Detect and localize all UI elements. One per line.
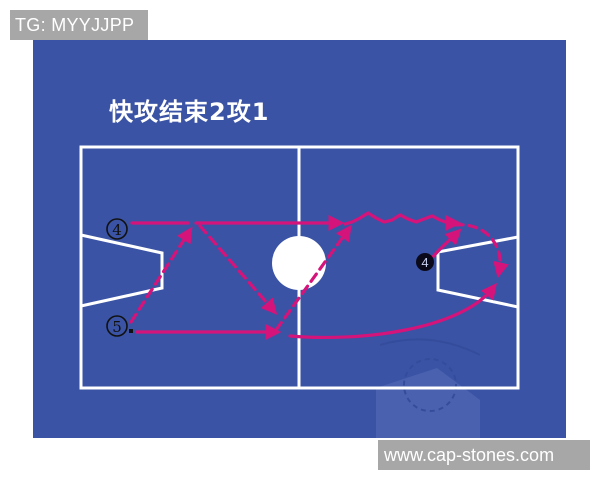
path-curved-cut: [288, 282, 497, 340]
player-offense-4: 4: [106, 218, 128, 240]
path-pass-5-to-4: [129, 226, 193, 324]
player-offense-5: 5: [106, 315, 133, 337]
path-pass-up: [274, 224, 352, 332]
left-key: [80, 233, 164, 308]
path-defender-move: [430, 228, 462, 260]
svg-text:4: 4: [112, 221, 122, 239]
faint-logo-watermark: [376, 338, 481, 438]
slide-title: 快攻结束2攻1: [109, 98, 270, 126]
svg-text:4: 4: [421, 255, 428, 270]
website-watermark: www.cap-stones.com: [378, 440, 590, 470]
right-key: [436, 235, 519, 309]
path-zigzag-dribble: [343, 211, 462, 231]
tg-badge: TG: MYYJJPP: [10, 10, 148, 40]
path-pass-down: [198, 224, 278, 315]
center-circle: [272, 236, 326, 290]
svg-text:5: 5: [112, 318, 122, 336]
player-defense-4: 4: [416, 253, 434, 271]
play-paths: [129, 211, 509, 340]
path-pass-right: [453, 223, 509, 279]
